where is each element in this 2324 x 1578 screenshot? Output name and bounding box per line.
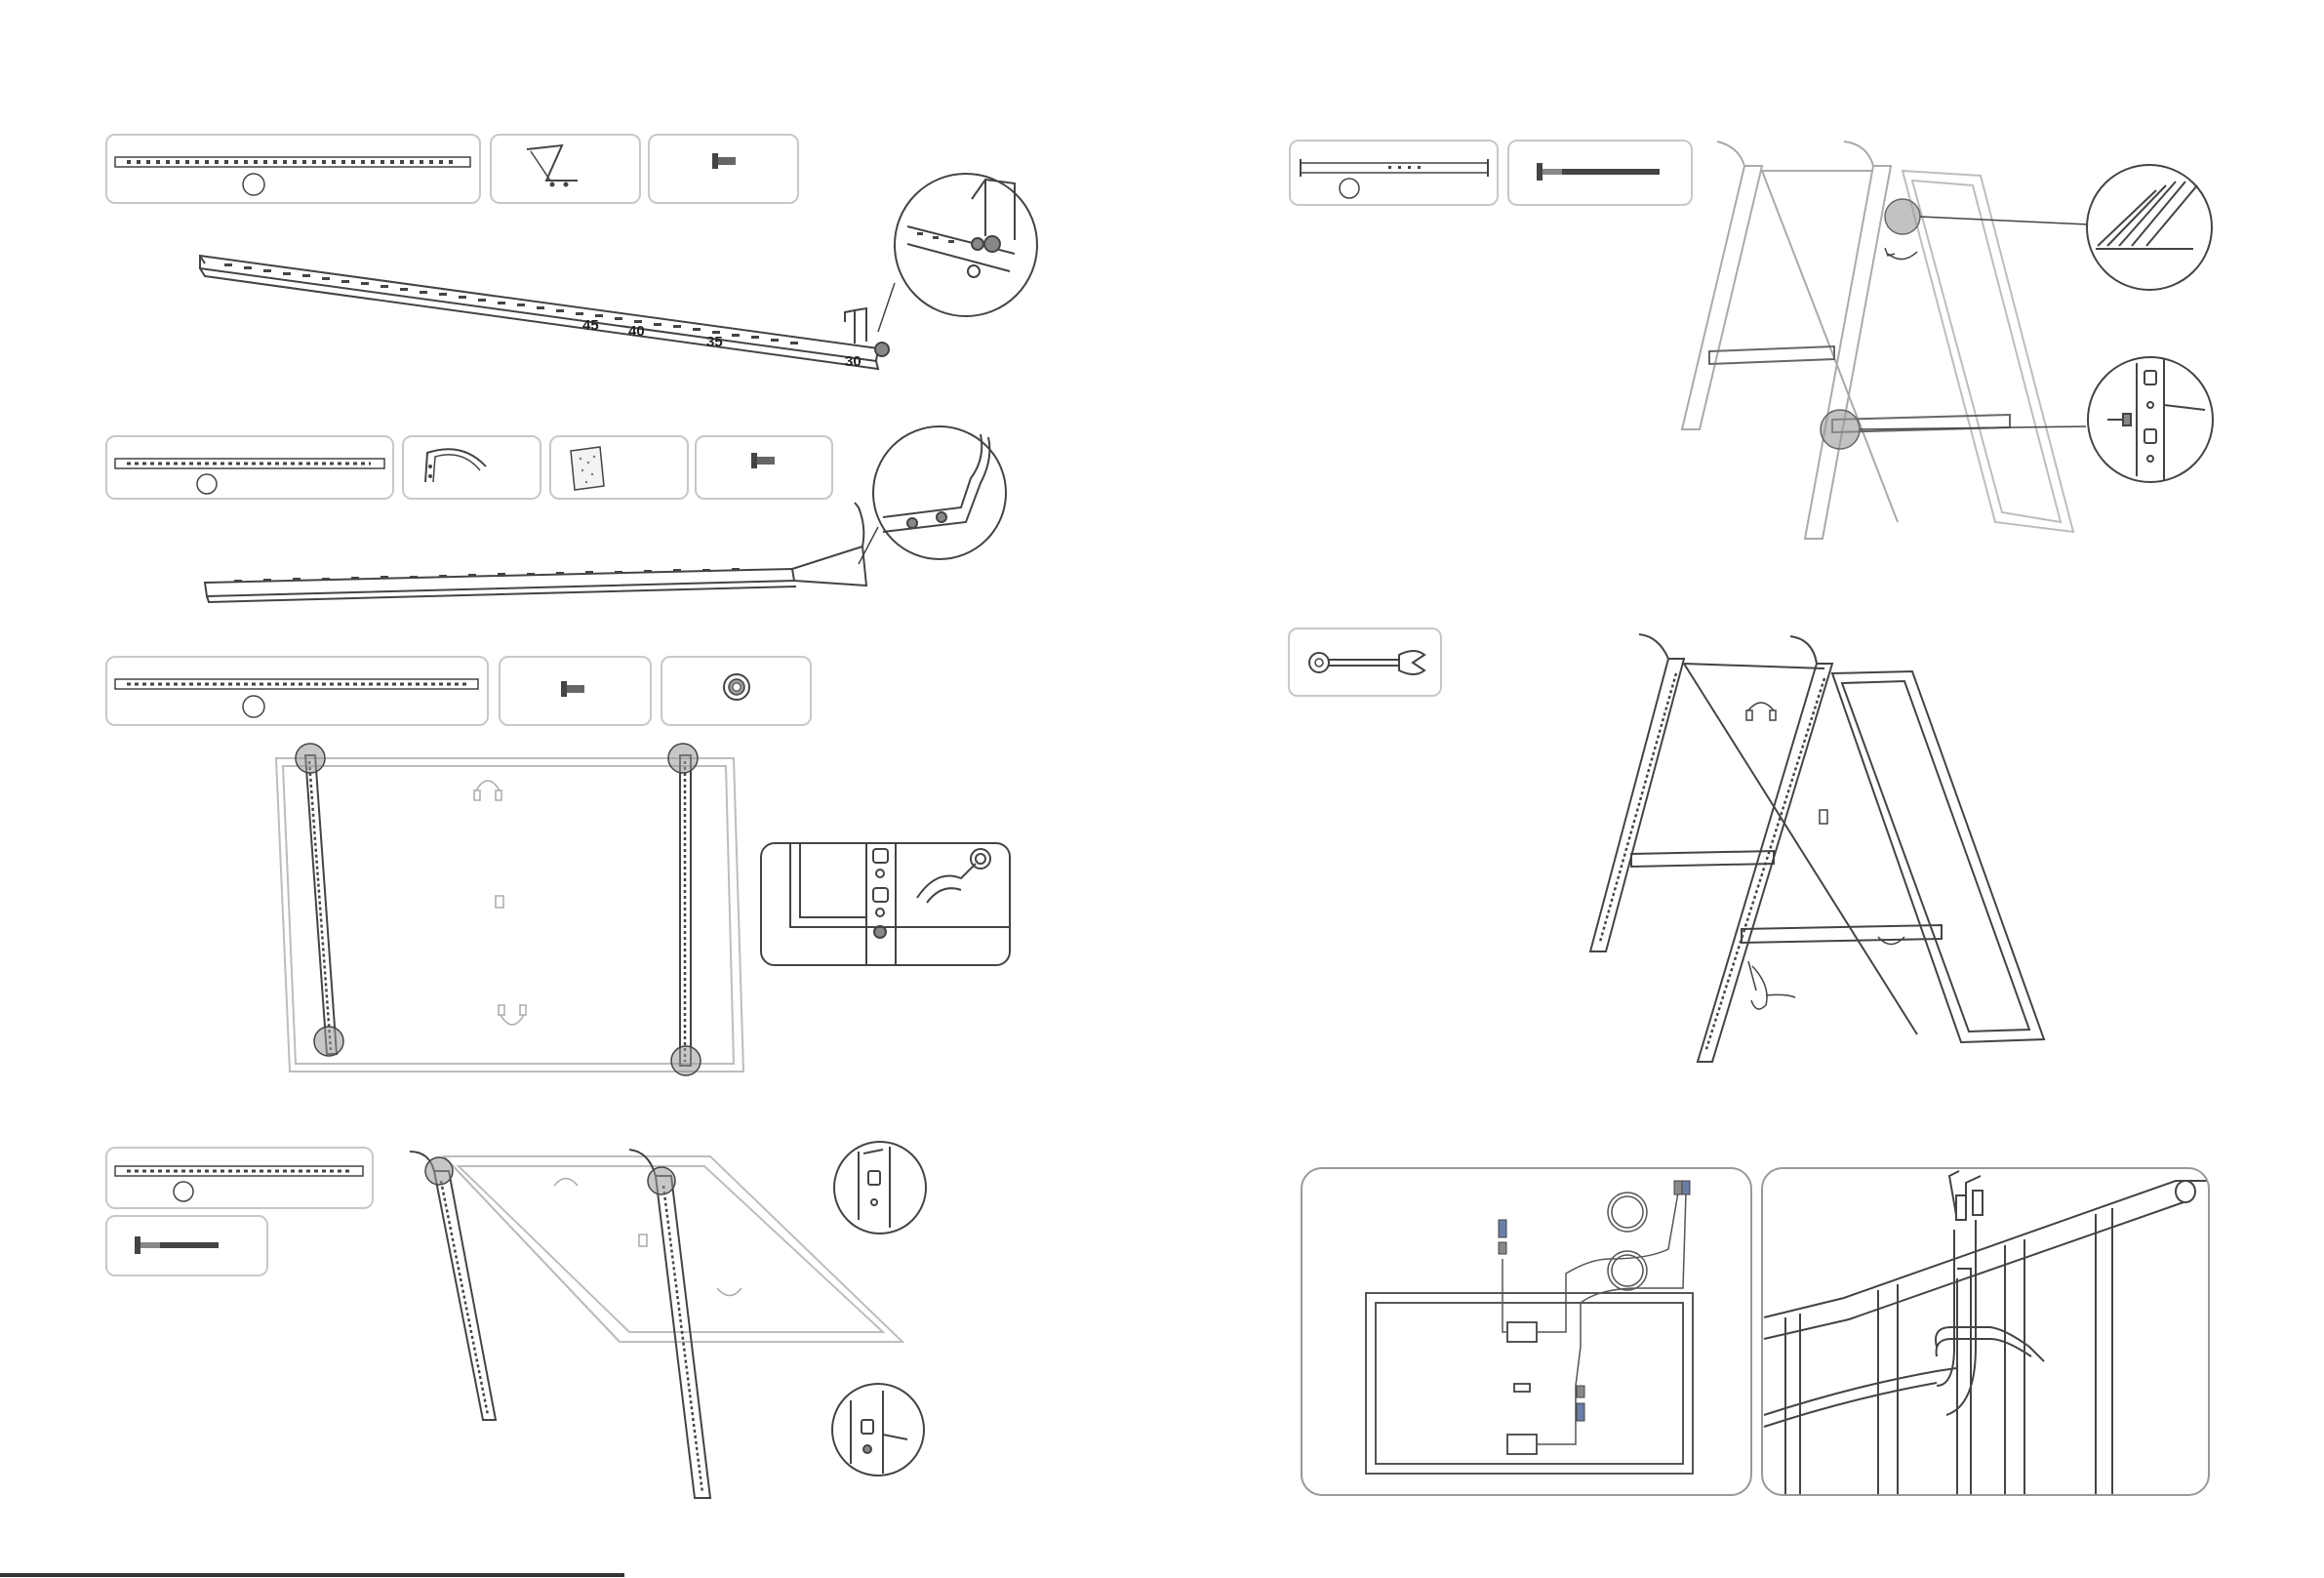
page-bottom-rule	[0, 1573, 624, 1577]
step4-zoom-detail-top	[834, 1142, 926, 1234]
step1-rail-holes	[224, 263, 798, 344]
step2-rail-drawing	[205, 503, 866, 602]
angle-mark-40: 40	[628, 323, 645, 340]
step5-rotate-arrow	[1885, 248, 1917, 260]
step6-junction-boxes	[1746, 703, 1904, 945]
step3-zoom-detail	[761, 843, 1010, 965]
step5-zoom-crossbar	[2088, 357, 2213, 482]
step6-hand-wrench	[1748, 961, 1795, 1009]
angle-mark-30: 30	[845, 353, 861, 370]
step5-callout-lines	[1860, 217, 2088, 429]
cable-connectors	[1499, 1181, 1690, 1421]
step6-right-leg	[1698, 636, 1832, 1062]
step2-zoom-detail	[859, 426, 1006, 564]
step5-crossbars	[1709, 346, 2010, 432]
step1-zoom-detail	[878, 174, 1037, 332]
step6-crossbars	[1631, 851, 1942, 943]
step3-right-rail	[680, 755, 691, 1066]
step4-right-leg	[629, 1150, 710, 1498]
step5-legs	[1682, 142, 1898, 539]
angle-mark-35: 35	[706, 334, 723, 350]
step3-left-rail	[305, 755, 337, 1054]
step5-highlights	[1821, 199, 1920, 449]
step5-panel	[1903, 171, 2073, 532]
step1-z-bracket	[845, 308, 889, 356]
cable-wires	[1503, 1193, 1686, 1444]
step6-left-leg	[1590, 634, 1917, 1034]
step1-rail-drawing	[200, 256, 878, 369]
step4-junction-boxes	[554, 1179, 741, 1296]
step6-panel	[1832, 671, 2044, 1042]
cable-tie-drawing	[1764, 1171, 2207, 1498]
step4-zoom-detail-bottom	[832, 1384, 924, 1476]
step5-zoom-angles	[2087, 165, 2212, 290]
step3-junction-boxes	[474, 781, 526, 1025]
step4-left-leg	[410, 1152, 496, 1420]
step3-bolt-highlights	[296, 744, 701, 1075]
angle-mark-45: 45	[582, 317, 599, 334]
cable-panel-drawing	[1366, 1293, 1693, 1474]
